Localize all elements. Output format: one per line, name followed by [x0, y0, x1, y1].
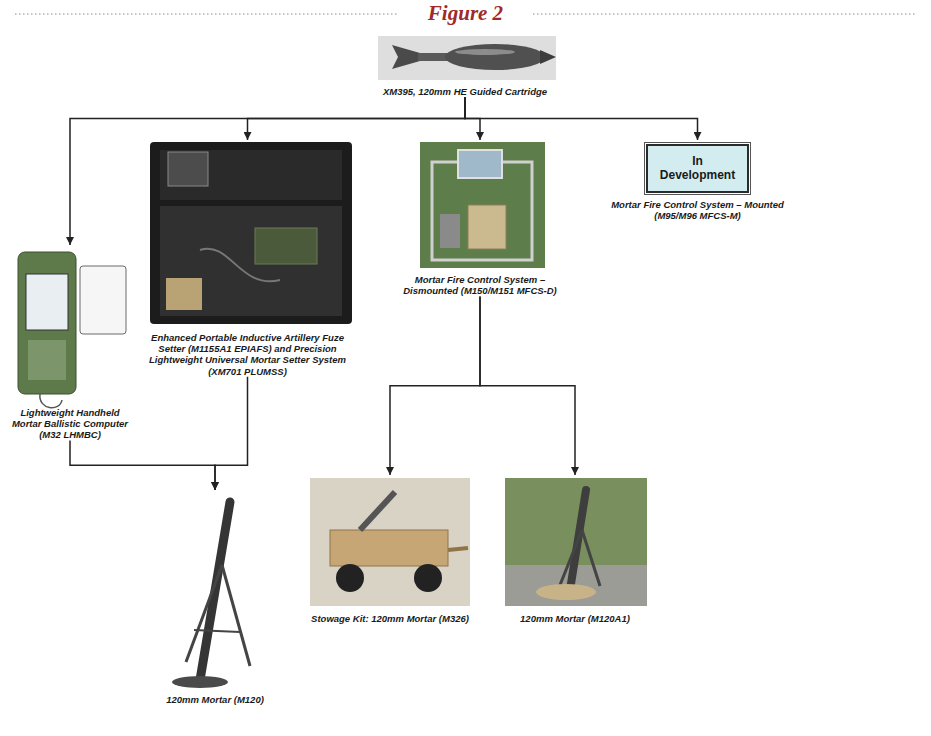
- computer-box: [468, 205, 506, 249]
- equipment-node: Stowage Kit: 120mm Mortar (M326): [300, 475, 480, 624]
- flow-connector: [465, 97, 698, 140]
- development-box: In Development: [646, 144, 749, 193]
- node-caption: 120mm Mortar (M120A1): [495, 613, 655, 624]
- node-caption: 120mm Mortar (M120): [150, 694, 280, 705]
- trailer-body: [330, 530, 448, 566]
- stowed-tube: [360, 492, 395, 530]
- equipment-node: Lightweight Handheld Mortar Ballistic Co…: [5, 245, 135, 441]
- cartridge-fins: [392, 45, 420, 69]
- dotted-rule: [533, 13, 916, 14]
- bipod-leg: [582, 530, 600, 586]
- photo-ground: [420, 142, 545, 268]
- device-cable: [40, 394, 62, 408]
- trailer-tongue: [448, 548, 468, 550]
- cartridge-nose: [540, 50, 556, 64]
- box-label: In Development: [660, 154, 735, 183]
- flow-connector: [480, 296, 575, 475]
- flow-connector: [390, 296, 480, 475]
- node-caption: XM395, 120mm HE Guided Cartridge: [330, 86, 600, 97]
- node-caption: Stowage Kit: 120mm Mortar (M326): [300, 613, 480, 624]
- baseplate: [172, 676, 228, 688]
- case-shell: [150, 142, 352, 324]
- flow-connector: [70, 97, 465, 245]
- title-row: Figure 2: [0, 1, 931, 26]
- equipment-node: Enhanced Portable Inductive Artillery Fu…: [140, 140, 355, 377]
- setter-box: [255, 228, 317, 264]
- bipod-leg: [222, 565, 250, 666]
- mortar-tube: [200, 502, 230, 680]
- flow-connector: [70, 441, 215, 490]
- bipod-leg: [560, 530, 582, 585]
- case-lid: [160, 150, 342, 200]
- dotted-rule: [15, 13, 398, 14]
- device-keypad: [28, 340, 66, 380]
- equipment-node: Mortar Fire Control System – Dismounted …: [395, 140, 565, 296]
- equipment-node: XM395, 120mm HE Guided Cartridge: [330, 34, 600, 97]
- display: [458, 150, 502, 178]
- photo-ground: [310, 478, 470, 606]
- device-screen: [26, 274, 68, 330]
- device-body: [18, 252, 76, 394]
- equipment-node: 120mm Mortar (M120): [150, 490, 280, 705]
- setter-cable: [200, 249, 280, 282]
- node-caption: Lightweight Handheld Mortar Ballistic Co…: [5, 407, 135, 441]
- wheel: [414, 564, 442, 592]
- flow-connector: [215, 377, 248, 490]
- bipod-leg: [186, 565, 222, 662]
- bipod-chain: [194, 630, 240, 632]
- equipment-node: In DevelopmentMortar Fire Control System…: [595, 140, 800, 221]
- baseplate: [536, 584, 596, 600]
- photo-ground: [505, 478, 647, 606]
- case-interior: [160, 206, 342, 316]
- device-cover: [80, 266, 126, 334]
- cartridge-body: [445, 44, 545, 70]
- node-caption: Enhanced Portable Inductive Artillery Fu…: [140, 332, 355, 377]
- photo-ground: [378, 36, 556, 80]
- figure-title: Figure 2: [418, 1, 513, 26]
- setter-cylinder: [166, 278, 202, 310]
- node-caption: Mortar Fire Control System – Dismounted …: [395, 274, 565, 296]
- cartridge-highlight: [455, 49, 515, 55]
- cable-bundle: [440, 214, 460, 248]
- node-caption: Mortar Fire Control System – Mounted (M9…: [595, 199, 800, 221]
- setter-unit: [168, 152, 208, 186]
- wheel: [336, 564, 364, 592]
- flow-connector: [248, 97, 466, 140]
- equipment-node: 120mm Mortar (M120A1): [495, 475, 655, 624]
